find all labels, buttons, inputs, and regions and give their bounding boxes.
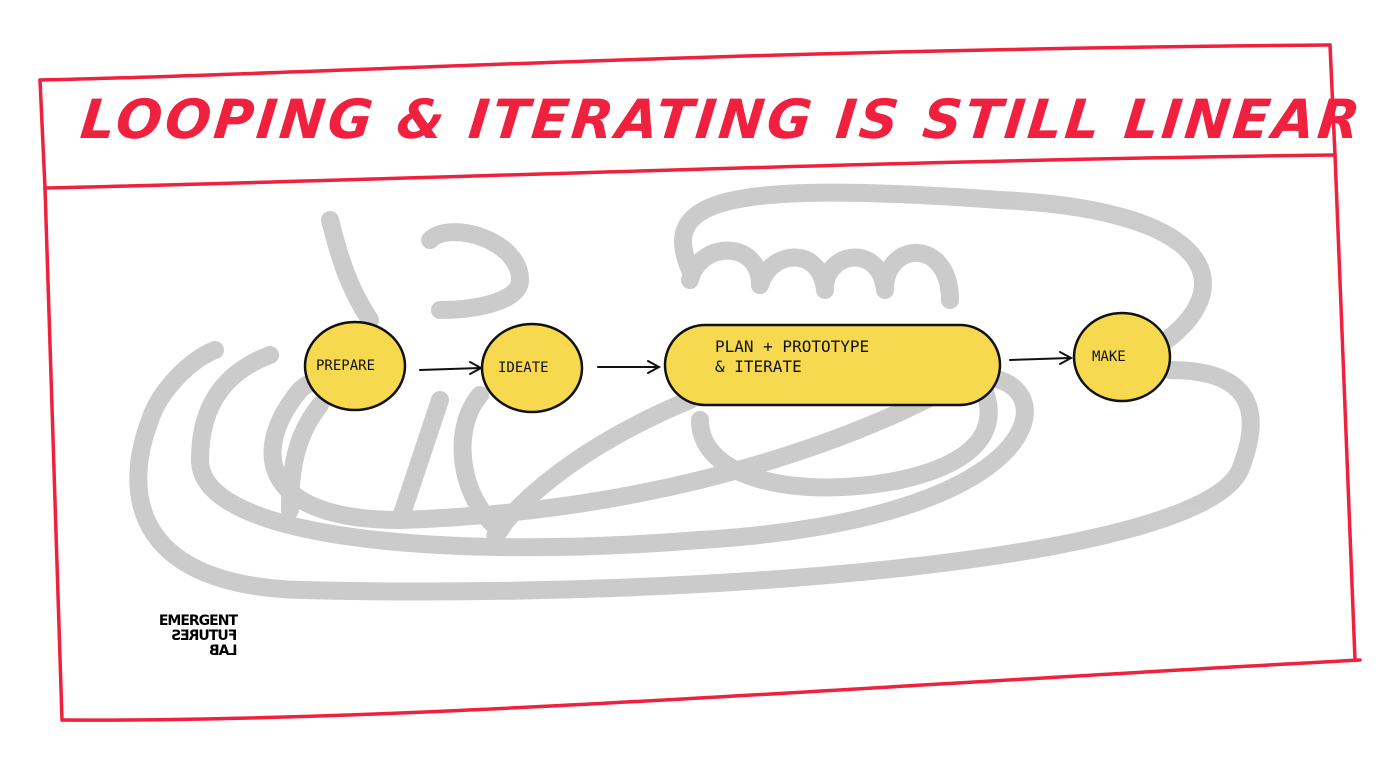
logo-line2: FUTURES	[171, 628, 237, 644]
nodes	[303, 311, 1172, 414]
node-prepare	[303, 320, 407, 412]
node-ideate	[480, 322, 584, 414]
label-plan-line1: PLAN + PROTOTYPE	[715, 337, 870, 356]
node-plan	[663, 323, 1002, 407]
label-plan-line2: & ITERATE	[715, 357, 802, 376]
logo-line3: LAB	[209, 643, 237, 659]
logo-line1: EMERGENT	[158, 613, 238, 629]
label-ideate: IDEATE	[498, 360, 549, 376]
loop-arrows	[129, 183, 1260, 601]
flow-arrows	[419, 351, 1074, 375]
frame	[38, 43, 1362, 722]
label-make: MAKE	[1092, 349, 1126, 365]
page-title: LOOPING & ITERATING IS STILL LINEAR	[77, 88, 1366, 151]
node-make	[1072, 311, 1172, 403]
emergent-futures-logo: EMERGENT FUTURES LAB	[145, 613, 238, 660]
label-prepare: PREPARE	[316, 358, 376, 374]
